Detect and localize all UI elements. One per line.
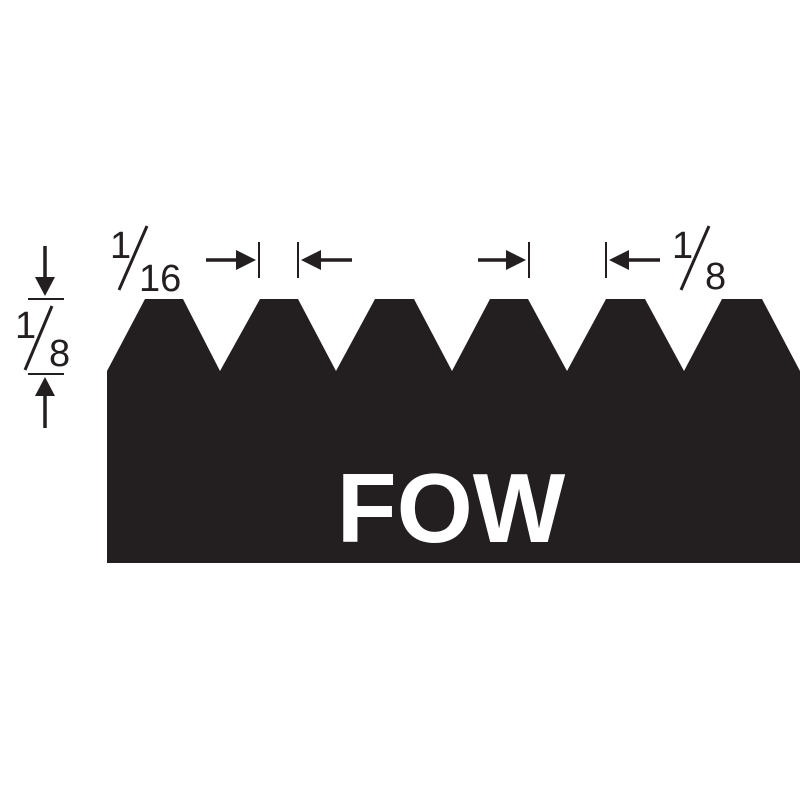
tooth-depth-fraction: 1 8 [15,305,70,375]
tooth-depth-denominator: 8 [49,333,70,375]
tooth-depth-top-arrowhead [35,277,55,296]
tooth-width-fraction-slash [117,225,149,291]
tooth-width-fraction: 1 16 [110,225,181,300]
tooth-width-dimension: 1 16 [110,225,352,300]
tooth-pitch-numerator: 1 [672,225,693,267]
tooth-pitch-denominator: 8 [705,256,726,298]
tooth-pitch-right-arrowhead [609,250,629,270]
tooth-pitch-fraction: 1 8 [672,225,726,298]
serrated-profile-shape [107,299,800,563]
tooth-depth-bottom-arrowhead [35,377,55,396]
profile-label: FOW [337,453,566,563]
tooth-width-numerator: 1 [110,225,131,267]
tooth-depth-numerator: 1 [15,305,36,347]
tooth-depth-fraction-slash [23,305,54,371]
tooth-width-right-arrowhead [301,250,321,270]
tooth-width-left-arrowhead [236,250,256,270]
tooth-depth-dimension: 1 8 [15,246,70,428]
tooth-width-denominator: 16 [139,258,181,300]
tooth-pitch-dimension: 1 8 [478,225,726,298]
tooth-pitch-left-arrowhead [506,250,526,270]
tooth-pitch-fraction-slash [679,225,711,291]
